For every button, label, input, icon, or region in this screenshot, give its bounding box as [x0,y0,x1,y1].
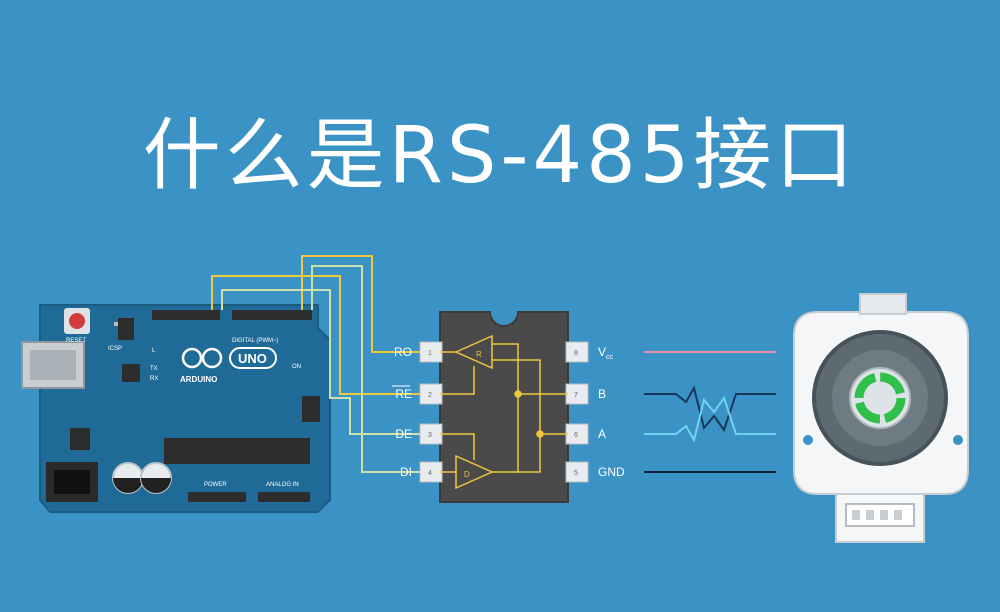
encoder-shaft [854,372,906,424]
atmega-chip [164,438,310,464]
led-label-tx: TX [150,366,158,372]
pin-label-re: RE [395,387,412,401]
encoder-top-tab [859,293,907,315]
analog-label: ANALOG IN [266,482,299,488]
wire-di [311,265,420,473]
pin-number: 1 [428,350,432,357]
wire-ro [301,255,420,353]
arduino-logo: ARDUINO UNO [180,347,277,384]
chip-internal-circuit [440,334,568,490]
encoder-shaft-center [868,386,892,410]
analog-header [258,492,310,502]
led-label-l: L [152,348,156,354]
led-label-rx: RX [150,376,158,382]
usb-connector-inner [30,350,76,380]
arduino-logo-text: ARDUINO [180,375,217,384]
icsp-header-right [302,396,320,422]
chip-body [439,311,569,503]
page-title: 什么是RS-485接口 [142,111,858,201]
digital-header-left [152,310,220,320]
pin-number: 8 [574,350,578,357]
driver-gate-label: D [464,470,470,479]
icsp-label-top: ICSP [108,346,122,352]
pin-number: 2 [428,392,432,399]
reset-button [69,313,85,329]
pin-label-b: B [598,387,606,401]
pin-label-a: A [598,427,606,441]
led-label-on: ON [292,364,301,370]
uno-text: UNO [238,351,267,366]
smd-chip-1 [122,364,140,382]
power-header [188,492,246,502]
chip-pin-di: 4 DI [400,461,443,483]
chip-pin-gnd: 5 GND [565,461,625,483]
pin-number: 4 [428,470,432,477]
chip-pin-re: 2 RE [392,383,443,405]
chip-pin-v: 8 Vcc [565,341,614,363]
pin-number: 3 [428,432,432,439]
chip-pin-ro: 1 RO [394,341,443,363]
pin-label-ro: RO [394,345,412,359]
receiver-gate [454,334,493,370]
pin-label-di: DI [400,465,412,479]
signal-lines [644,351,776,473]
wire-de [221,289,420,435]
digital-header-right [232,310,312,320]
receiver-gate-label: R [476,350,482,359]
mount-hole-right [953,435,963,445]
pin-number: 6 [574,432,578,439]
rotary-encoder [793,293,969,543]
icsp-header-top [114,318,134,340]
pin-label-de: DE [395,427,412,441]
reset-label: RESET [66,338,86,344]
uno-badge [229,347,277,369]
chip-left-pins: 1 RO 2 RE 3 DE 4 DI [392,341,443,483]
power-label: POWER [204,482,227,488]
pin-number: 5 [574,470,578,477]
chip-pin-de: 3 DE [395,423,443,445]
regulator [70,428,90,450]
connector-pins [852,510,902,520]
wire-re [211,275,420,395]
pin-label-gnd: GND [598,465,625,479]
arduino-board: RESET ICSP DIGITAL (PWM~) L TX RX ON ARD… [21,304,331,513]
line-a [644,395,776,443]
power-jack-inner [54,470,90,494]
digital-label: DIGITAL (PWM~) [232,338,279,344]
line-b [644,385,776,433]
mount-hole-left [803,435,813,445]
pin-number: 7 [574,392,578,399]
board-wires [211,255,420,473]
pin-label-v: Vcc [598,345,614,361]
